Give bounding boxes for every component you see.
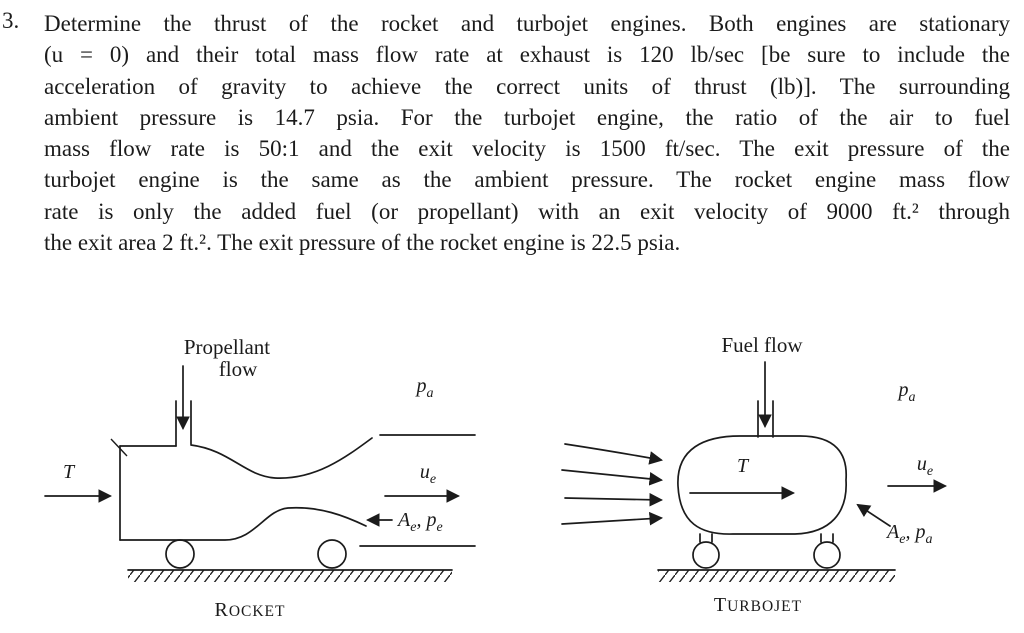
rocket-caption: ROCKET — [214, 599, 285, 621]
problem-text-line: the exit area 2 ft.². The exit pressure … — [44, 230, 681, 256]
turbojet-figure: Fuel flow T pa ue — [561, 333, 948, 616]
air-intake-arrow — [564, 443, 664, 465]
air-intake-arrow — [564, 492, 664, 507]
problem-text-line: mass flow rate is 50:1 and the exit velo… — [44, 136, 1010, 162]
turbojet-wheel — [692, 541, 720, 569]
propellant-flow-label-line2: flow — [219, 357, 258, 381]
problem-text-line: rate is only the added fuel (or propella… — [44, 198, 1010, 224]
rocket-wheel — [317, 539, 347, 569]
ground-hatching — [658, 570, 895, 582]
exit-area-arrow — [856, 503, 891, 527]
air-intake-arrow — [561, 469, 664, 486]
thrust-label: T — [737, 455, 750, 477]
exit-velocity-label: ue — [420, 461, 436, 487]
body-corner-mark — [110, 438, 128, 457]
turbojet-wheel — [813, 541, 841, 569]
rocket-nozzle-top-contour — [190, 437, 373, 479]
problem-text-line: Determine the thrust of the rocket and t… — [44, 11, 1010, 36]
rocket-wheel — [165, 539, 195, 569]
problem-text-line: acceleration of gravity to achieve the c… — [44, 73, 1010, 99]
problem-text-line: ambient pressure is 14.7 psia. For the t… — [44, 104, 1010, 130]
problem-text: Determine the thrust of the rocket and t… — [44, 8, 1010, 258]
rocket-nozzle-bottom-contour — [119, 506, 367, 541]
rocket-figure: Propellant flow T pa ue — [44, 335, 476, 621]
problem-number: 3. — [2, 8, 20, 33]
exit-area-pressure-label: Ae, pe — [396, 509, 443, 535]
ambient-pressure-label: pa — [897, 379, 916, 405]
problem-text-line: turbojet engine is the same as the ambie… — [44, 167, 1010, 193]
turbojet-body — [677, 435, 847, 535]
ambient-pressure-label: pa — [415, 375, 434, 401]
exit-area-pressure-label: Ae, pa — [885, 521, 932, 547]
exit-velocity-label: ue — [917, 453, 933, 479]
problem-text-line: (u = 0) and their total mass flow rate a… — [44, 42, 1010, 68]
fuel-flow-label: Fuel flow — [721, 333, 803, 357]
thrust-label: T — [63, 461, 76, 483]
propellant-flow-label: Propellant — [184, 335, 270, 359]
ground-hatching — [128, 570, 452, 582]
turbojet-caption: TURBOJET — [714, 594, 802, 616]
air-intake-arrow — [561, 511, 664, 526]
